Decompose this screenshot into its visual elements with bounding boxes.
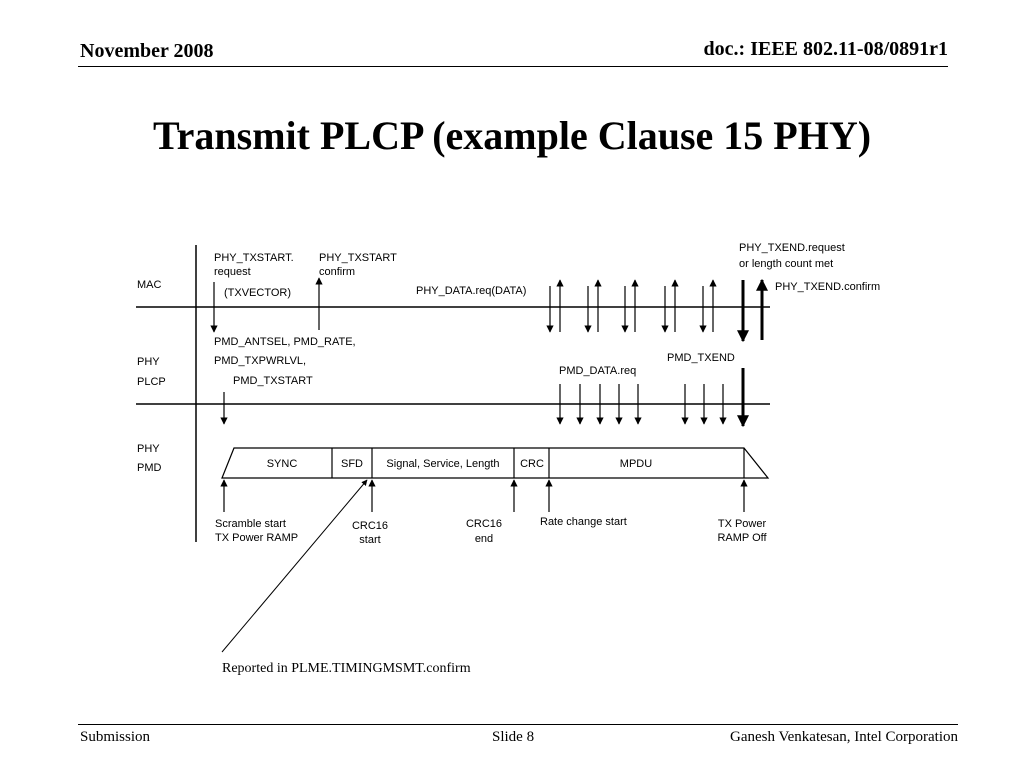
header-doc-id: doc.: IEEE 802.11-08/0891r1 bbox=[703, 38, 948, 60]
label-txstart-request-1: PHY_TXSTART. bbox=[214, 252, 294, 264]
event-crc-start-2: start bbox=[359, 534, 380, 546]
annotation-pointer bbox=[221, 479, 368, 653]
label-txstart-confirm-2: confirm bbox=[319, 266, 355, 278]
header-date: November 2008 bbox=[80, 40, 214, 62]
event-arrows bbox=[220, 479, 748, 512]
event-rate-change: Rate change start bbox=[540, 516, 627, 528]
header-divider bbox=[78, 66, 948, 67]
label-pmd-data-req: PMD_DATA.req bbox=[559, 365, 636, 377]
label-txstart-request-2: request bbox=[214, 266, 251, 278]
event-scramble-2: TX Power RAMP bbox=[215, 532, 298, 544]
label-pmd-params-2: PMD_TXPWRLVL, bbox=[214, 355, 306, 367]
event-txpower-off-2: RAMP Off bbox=[717, 532, 767, 544]
layer-label-phy-pmd-1: PHY bbox=[137, 443, 160, 455]
event-crc-end-2: end bbox=[475, 533, 493, 545]
label-txvector: (TXVECTOR) bbox=[224, 287, 291, 299]
annotation-text: Reported in PLME.TIMINGMSMT.confirm bbox=[222, 661, 471, 676]
frame-field-mpdu: MPDU bbox=[620, 458, 652, 470]
label-txend-request-2: or length count met bbox=[739, 258, 833, 270]
frame-field-signal: Signal, Service, Length bbox=[386, 458, 499, 470]
label-pmd-txstart: PMD_TXSTART bbox=[233, 375, 313, 387]
footer-slide-number: Slide 8 bbox=[492, 729, 535, 745]
label-phy-data-req: PHY_DATA.req(DATA) bbox=[416, 285, 526, 297]
layer-label-mac: MAC bbox=[137, 279, 162, 291]
layer-label-phy-plcp-2: PLCP bbox=[137, 376, 166, 388]
event-crc-start-1: CRC16 bbox=[352, 520, 388, 532]
label-pmd-params-1: PMD_ANTSEL, PMD_RATE, bbox=[214, 336, 356, 348]
frame-field-sync: SYNC bbox=[267, 458, 298, 470]
event-scramble-1: Scramble start bbox=[215, 518, 286, 530]
layer-label-phy-pmd-2: PMD bbox=[137, 462, 162, 474]
footer-divider bbox=[78, 724, 958, 725]
footer-author: Ganesh Venkatesan, Intel Corporation bbox=[730, 729, 958, 745]
footer-submission: Submission bbox=[80, 729, 151, 745]
label-txend-request-1: PHY_TXEND.request bbox=[739, 242, 845, 254]
event-crc-end-1: CRC16 bbox=[466, 518, 502, 530]
event-txpower-off-1: TX Power bbox=[718, 518, 767, 530]
label-pmd-txend: PMD_TXEND bbox=[667, 352, 735, 364]
slide-title: Transmit PLCP (example Clause 15 PHY) bbox=[152, 113, 872, 158]
frame-field-crc: CRC bbox=[520, 458, 544, 470]
data-req-arrow-pairs bbox=[546, 279, 717, 333]
frame-dividers bbox=[331, 448, 745, 478]
label-txend-confirm: PHY_TXEND.confirm bbox=[775, 281, 880, 293]
frame-field-sfd: SFD bbox=[341, 458, 363, 470]
layer-label-phy-plcp-1: PHY bbox=[137, 356, 160, 368]
pmd-data-req-arrows bbox=[556, 384, 727, 425]
label-txstart-confirm-1: PHY_TXSTART bbox=[319, 252, 397, 264]
